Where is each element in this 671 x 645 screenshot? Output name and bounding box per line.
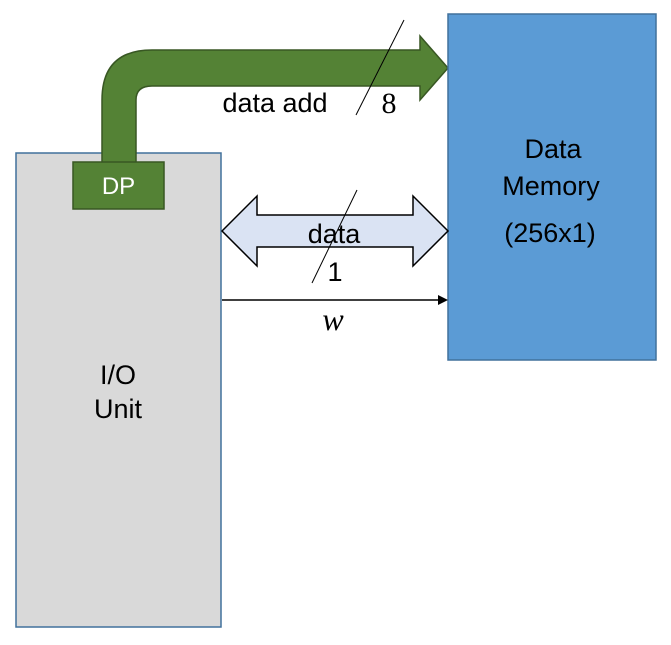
data-bus-slash — [311, 189, 358, 284]
address-bus-width: 8 — [382, 87, 397, 120]
dp-label: DP — [102, 173, 135, 200]
write-line-arrowhead — [438, 295, 448, 305]
data-bus-arrow — [220, 194, 450, 268]
data-bus-width: 1 — [327, 257, 342, 287]
io-unit-label-line1: I/O — [100, 360, 136, 390]
write-line-label: w — [322, 301, 344, 337]
data-memory-title-line1: Data — [524, 134, 582, 164]
address-bus-slash — [355, 19, 405, 116]
address-bus-label: data add — [222, 88, 327, 118]
data-memory-title-line2: Memory — [502, 171, 600, 201]
data-bus-label: data — [308, 219, 362, 249]
address-bus-arrow — [101, 34, 449, 166]
io-unit-label-line2: Unit — [94, 394, 143, 424]
dp-block — [72, 161, 165, 210]
data-memory-size: (256x1) — [504, 218, 596, 248]
data-memory-box — [447, 13, 657, 361]
io-unit-box — [15, 152, 222, 628]
